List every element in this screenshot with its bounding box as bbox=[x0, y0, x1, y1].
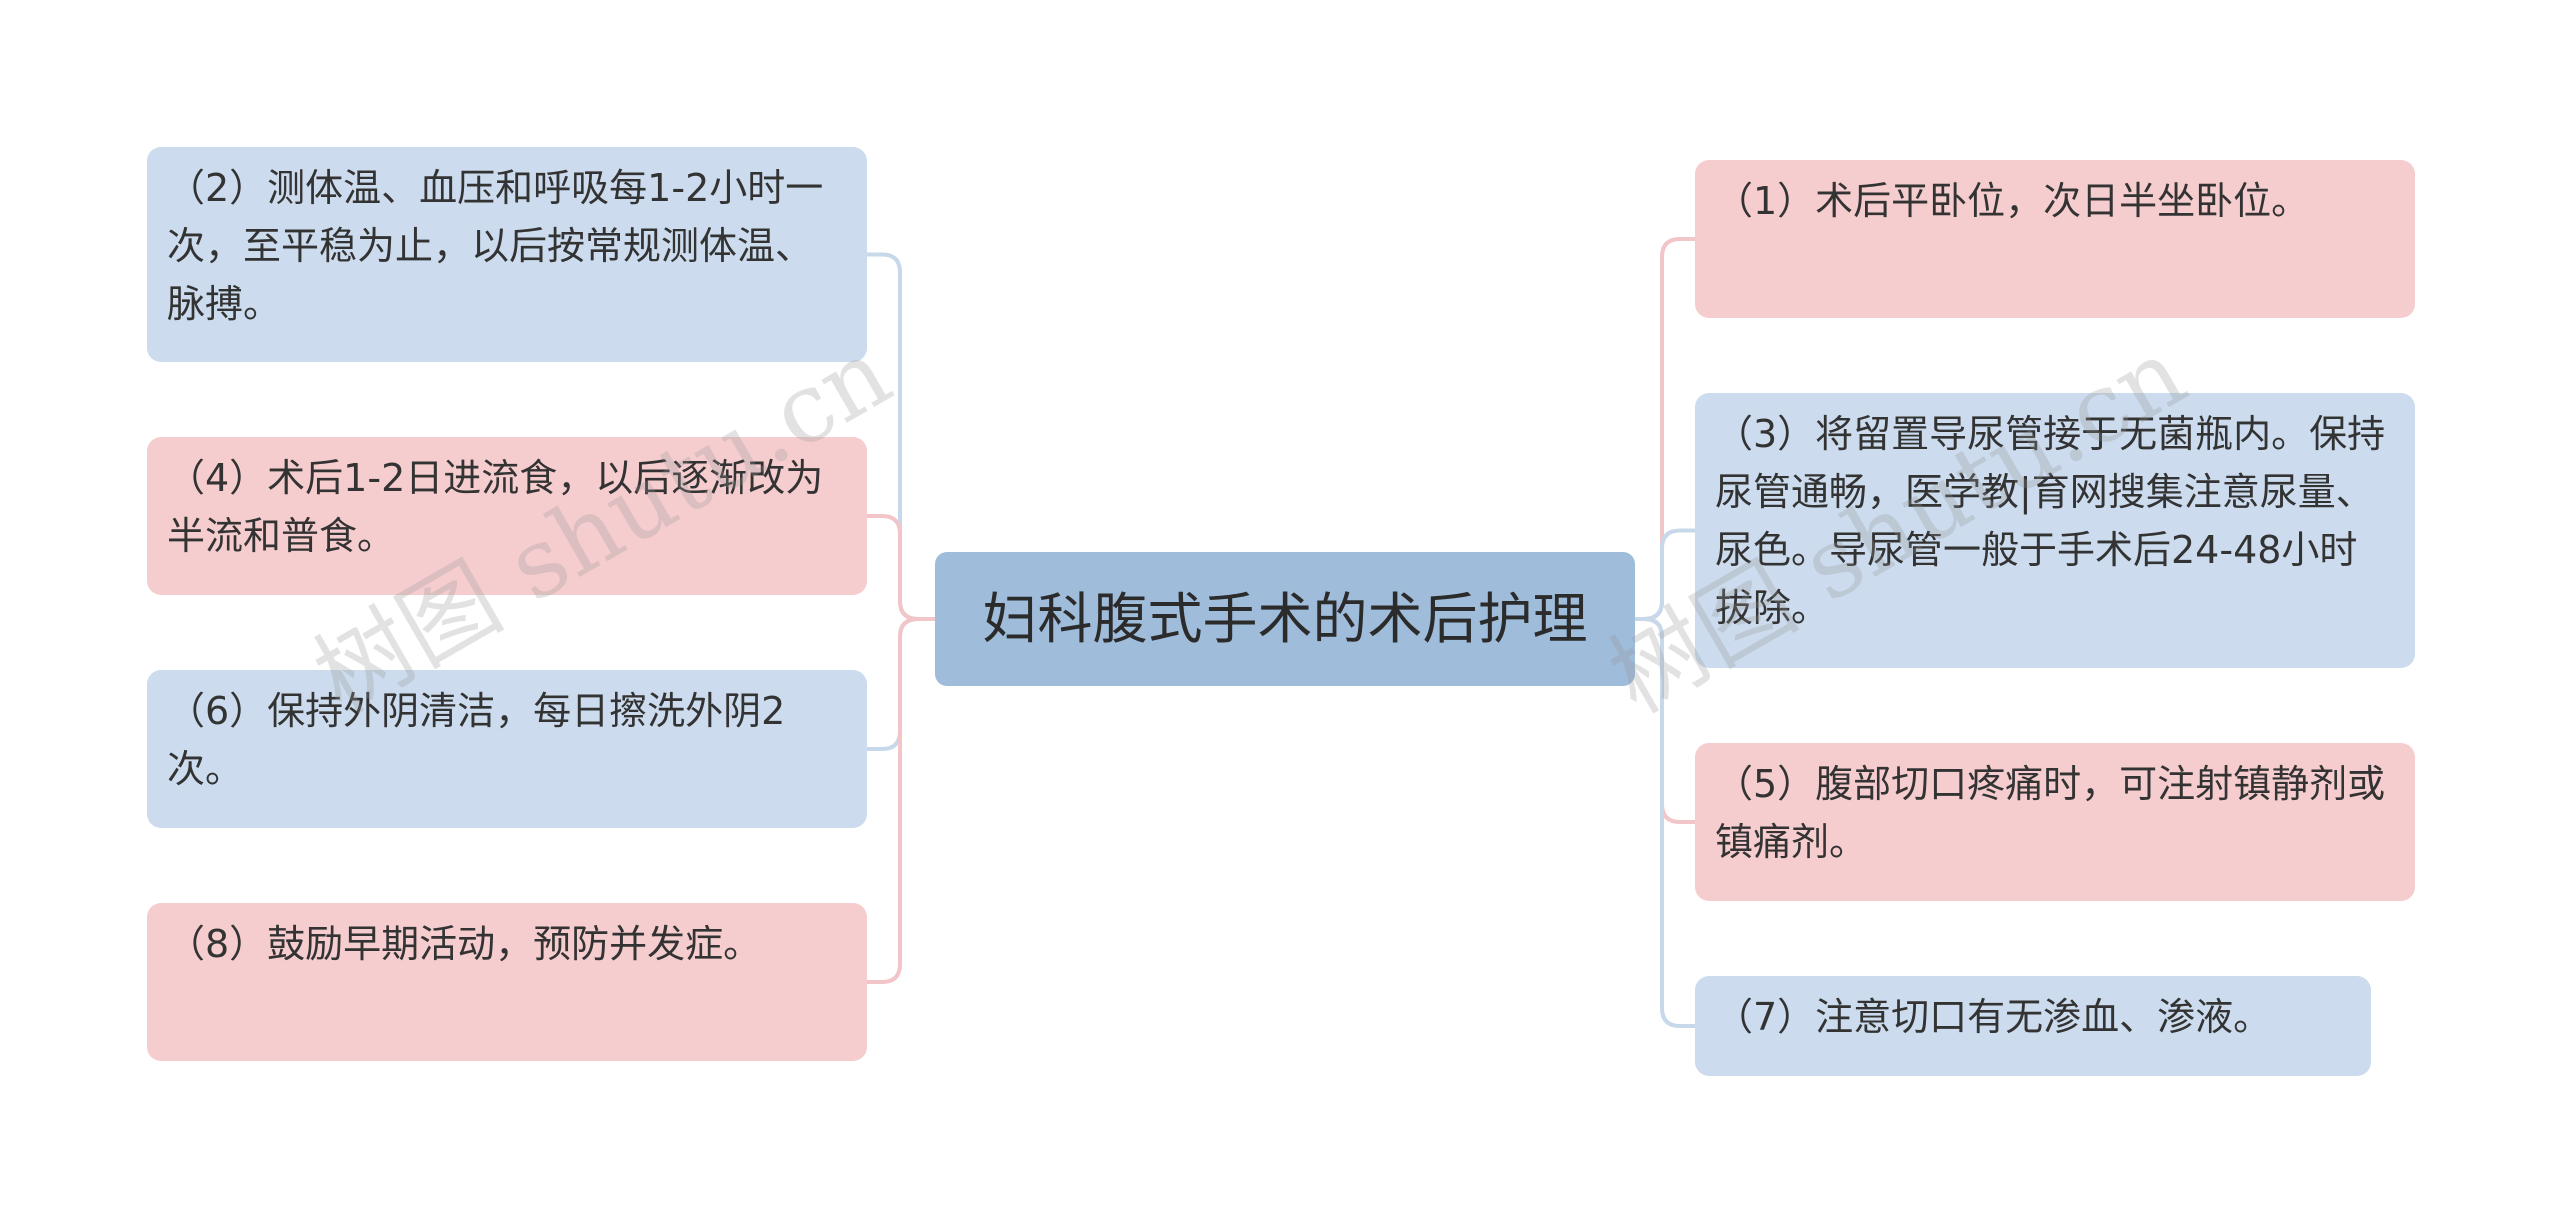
left-branch-node-4[interactable]: （8）鼓励早期活动，预防并发症。 bbox=[147, 903, 867, 1061]
left-branch-node-2[interactable]: （4）术后1-2日进流食，以后逐渐改为半流和普食。 bbox=[147, 437, 867, 595]
connector-left-2 bbox=[867, 514, 935, 621]
connector-right-2 bbox=[1635, 528, 1695, 621]
right-branch-node-2[interactable]: （3）将留置导尿管接于无菌瓶内。保持尿管通畅，医学教|育网搜集注意尿量、尿色。导… bbox=[1695, 393, 2415, 668]
left-branch-node-1[interactable]: （2）测体温、血压和呼吸每1-2小时一次，至平稳为止，以后按常规测体温、脉搏。 bbox=[147, 147, 867, 362]
connector-right-3 bbox=[1635, 617, 1695, 824]
left-branch-node-3[interactable]: （6）保持外阴清洁，每日擦洗外阴2次。 bbox=[147, 670, 867, 828]
connector-right-4 bbox=[1635, 617, 1695, 1028]
right-branch-node-4[interactable]: （7）注意切口有无渗血、渗液。 bbox=[1695, 976, 2371, 1076]
central-topic[interactable]: 妇科腹式手术的术后护理 bbox=[935, 552, 1635, 686]
connector-right-1 bbox=[1635, 237, 1695, 621]
right-branch-node-3[interactable]: （5）腹部切口疼痛时，可注射镇静剂或镇痛剂。 bbox=[1695, 743, 2415, 901]
connector-left-4 bbox=[867, 617, 935, 984]
right-branch-node-1[interactable]: （1）术后平卧位，次日半坐卧位。 bbox=[1695, 160, 2415, 318]
